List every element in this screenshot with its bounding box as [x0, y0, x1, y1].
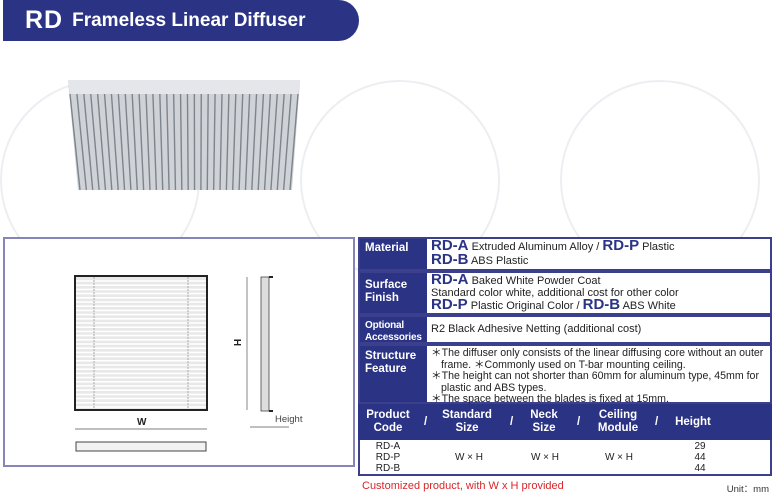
blade	[96, 93, 107, 191]
column-header: Standard Size	[442, 409, 492, 434]
page-title: Frameless Linear Diffuser	[72, 9, 306, 31]
blade	[124, 93, 132, 191]
table-cell: W × H	[604, 452, 634, 463]
unit-label: Unit：mm	[726, 484, 769, 495]
blade	[69, 93, 81, 191]
product-code-title: RD	[25, 6, 64, 34]
spec-text: Plastic Original Color /	[470, 300, 580, 312]
spec-row-material: Material RD-A Extruded Aluminum Alloy / …	[358, 237, 772, 271]
blade	[289, 93, 299, 191]
table-cell: W × H	[530, 452, 560, 463]
blade	[219, 93, 223, 191]
code-rd-b: RD-B	[582, 296, 621, 313]
spec-text: Plastic	[642, 241, 675, 253]
column-header: Product Code	[366, 409, 410, 434]
blade	[90, 93, 100, 191]
spec-label: Structure Feature	[360, 346, 427, 402]
column-header: Ceiling Module	[597, 409, 639, 434]
blade	[244, 93, 251, 191]
code-rd-b: RD-B	[431, 250, 469, 268]
dimension-drawing: W H Height	[3, 237, 355, 467]
page-title-banner: RD Frameless Linear Diffuser	[3, 0, 359, 41]
blade	[152, 93, 158, 191]
spec-text: Extruded Aluminum Alloy /	[471, 241, 600, 253]
width-label: W	[137, 417, 147, 428]
table-cell: RD-P	[375, 451, 401, 463]
table-header: Product Code / Standard Size / Neck Size…	[358, 404, 772, 440]
table-cell: RD-B	[375, 462, 401, 474]
spec-row-optional: Optional Accessories R2 Black Adhesive N…	[358, 315, 772, 344]
blade	[282, 93, 292, 191]
spec-text: ABS Plastic	[470, 254, 529, 267]
spec-row-structure: Structure Feature ＊The diffuser only con…	[358, 344, 772, 405]
code-rd-a: RD-A	[431, 271, 469, 288]
product-photo	[68, 80, 300, 191]
blade	[117, 93, 126, 191]
blade	[145, 93, 151, 191]
code-rd-p: RD-P	[431, 296, 468, 313]
blade	[103, 93, 113, 191]
blade	[166, 93, 170, 191]
blade	[270, 93, 278, 191]
blade	[110, 93, 119, 191]
separator: /	[655, 416, 659, 428]
blade	[159, 93, 164, 191]
column-header: Height	[675, 416, 711, 428]
table-cell: 29	[694, 441, 706, 452]
code-rd-p: RD-P	[602, 237, 640, 254]
table-cell: W × H	[454, 452, 484, 463]
blade	[83, 93, 94, 191]
blade	[263, 93, 272, 191]
blade	[179, 93, 183, 191]
blade	[206, 93, 209, 191]
spec-row-surface: Surface Finish RD-A Baked White Powder C…	[358, 271, 772, 315]
separator: /	[577, 416, 581, 428]
blade	[225, 93, 230, 191]
table-cell: RD-A	[375, 441, 401, 452]
custom-note: Customized product, with W x H provided	[362, 480, 564, 492]
table-cell: 44	[694, 451, 706, 463]
blade	[131, 93, 138, 191]
blade	[276, 93, 285, 191]
spec-text: R2 Black Adhesive Netting (additional co…	[431, 323, 642, 335]
feature-item: ＊The space between the blades is fixed a…	[431, 393, 669, 405]
height-dimension-label: H	[231, 338, 243, 347]
blade	[251, 93, 258, 191]
blade	[186, 93, 189, 191]
blade	[76, 93, 88, 191]
spec-label: Surface Finish	[360, 273, 427, 313]
blade	[232, 93, 237, 191]
spec-text: Standard color white, additional cost fo…	[431, 287, 679, 299]
blade	[257, 93, 265, 191]
code-rd-a: RD-A	[431, 237, 469, 254]
blade	[172, 93, 177, 191]
separator: /	[424, 416, 428, 428]
column-header: Neck Size	[530, 409, 558, 434]
feature-item: ＊The diffuser only consists of the linea…	[431, 347, 764, 371]
spec-label: Optional Accessories	[360, 317, 427, 343]
spec-label: Material	[360, 239, 427, 269]
blade	[212, 93, 216, 191]
blade	[238, 93, 244, 191]
separator: /	[510, 416, 514, 428]
depth-label: Height	[275, 414, 303, 425]
spec-text: ABS White	[622, 300, 676, 312]
feature-item: ＊The height can not shorter than 60mm fo…	[431, 370, 759, 394]
table-cell: 44	[694, 462, 706, 474]
blade	[138, 93, 145, 191]
spec-text: Baked White Powder Coat	[471, 275, 601, 287]
